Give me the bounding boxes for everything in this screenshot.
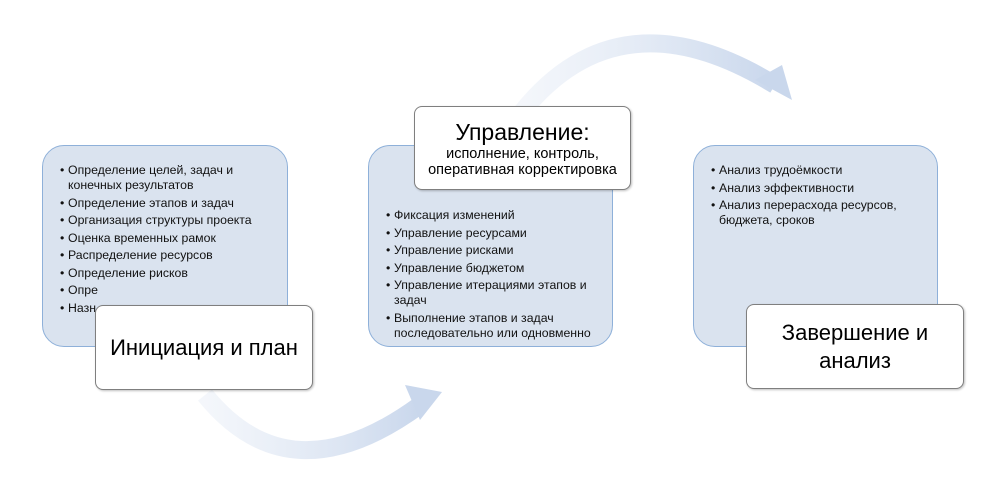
stage-2-title-box: Управление: исполнение, контроль, операт… — [414, 106, 631, 190]
list-item: Анализ трудоёмкости — [711, 163, 911, 178]
stage-1-title: Инициация и план — [110, 334, 298, 360]
stage-1-details-box: Определение целей, задач и конечных резу… — [42, 145, 288, 347]
list-item: Управление бюджетом — [386, 261, 608, 276]
list-item: Определение целей, задач и конечных резу… — [60, 163, 275, 193]
stage-2-subtitle: исполнение, контроль, оперативная коррек… — [428, 146, 617, 178]
list-item: Управление ресурсами — [386, 226, 608, 241]
stage-2-title: Управление: — [455, 119, 590, 145]
list-item: Оценка временных рамок — [60, 231, 275, 246]
list-item: Организация структуры проекта — [60, 213, 275, 228]
list-item: Определение этапов и задач — [60, 196, 275, 211]
arrow-upper-curve — [514, 34, 792, 118]
list-item: Выполнение этапов и задач последовательн… — [386, 311, 608, 341]
stage-3-title: Завершение и анализ — [781, 319, 929, 373]
list-item: Фиксация изменений — [386, 208, 608, 223]
list-item: Определение рисков — [60, 266, 275, 281]
list-item: Анализ эффективности — [711, 181, 911, 196]
list-item: Опре — [60, 283, 275, 298]
list-item: Распределение ресурсов — [60, 248, 275, 263]
stage-1-list: Определение целей, задач и конечных резу… — [60, 163, 275, 318]
stage-3-list: Анализ трудоёмкости Анализ эффективности… — [711, 163, 911, 231]
list-item: Анализ перерасхода ресурсов, бюджета, ср… — [711, 198, 911, 228]
stage-1-title-box: Инициация и план — [95, 305, 313, 390]
list-item: Назн — [60, 301, 275, 316]
stage-3-title-box: Завершение и анализ — [746, 304, 964, 389]
arrow-lower-curve — [198, 385, 442, 460]
list-item: Управление рисками — [386, 243, 608, 258]
list-item: Управление итерациями этапов и задач — [386, 278, 608, 308]
stage-2-list: Фиксация изменений Управление ресурсами … — [386, 208, 608, 343]
